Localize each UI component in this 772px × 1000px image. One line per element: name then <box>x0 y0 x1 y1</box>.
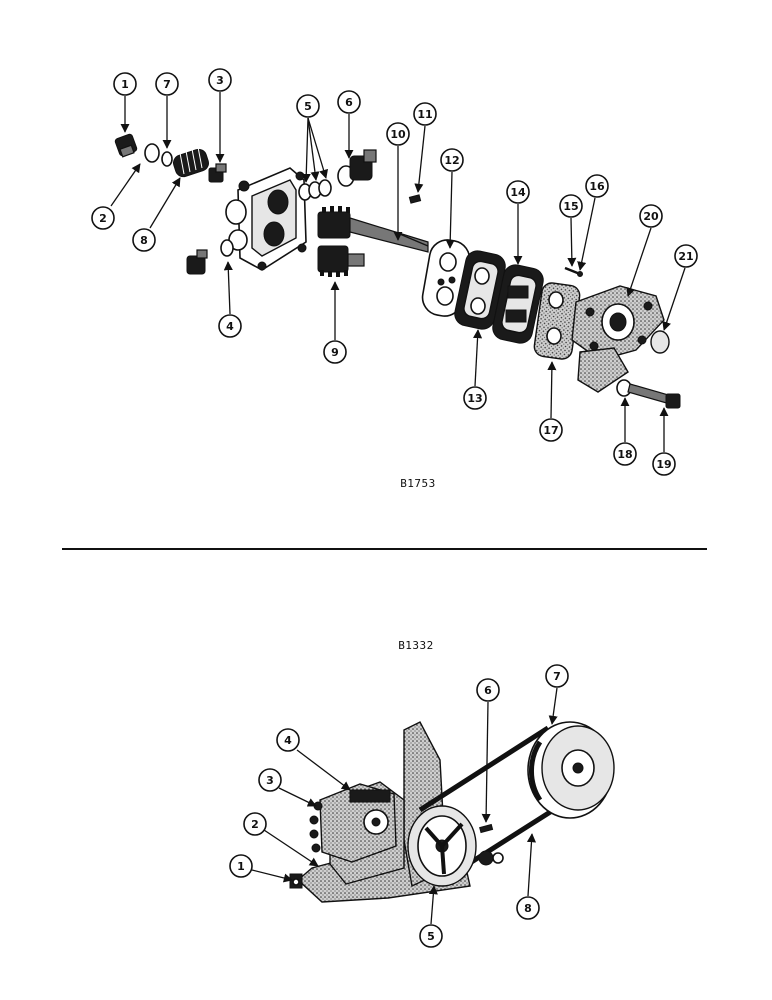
svg-text:5: 5 <box>304 100 312 113</box>
callout-fig2-2: 2 <box>243 812 267 836</box>
part-lower-plug <box>186 249 208 275</box>
callout-3: 3 <box>208 68 232 92</box>
svg-text:11: 11 <box>417 108 432 121</box>
exploded-pump-figure: 1 7 3 5 6 11 10 12 14 16 15 20 21 2 8 4 … <box>91 68 698 490</box>
part-plate-14 <box>492 264 544 344</box>
svg-text:7: 7 <box>163 78 171 91</box>
svg-text:1: 1 <box>237 860 245 873</box>
part-pins-15-16 <box>564 266 583 277</box>
part-driven-gear-9 <box>317 245 365 277</box>
callout-4: 4 <box>218 314 242 338</box>
svg-text:12: 12 <box>444 154 459 167</box>
part-plug-1 <box>114 133 138 158</box>
callout-14: 14 <box>506 180 530 204</box>
pump-drive-figure: B1332 <box>229 639 615 948</box>
svg-text:2: 2 <box>99 212 107 225</box>
callout-6: 6 <box>337 90 361 114</box>
part-orings-5 <box>298 179 332 201</box>
callout-1: 1 <box>113 72 137 96</box>
part-fittings-3 <box>309 801 323 853</box>
svg-text:3: 3 <box>216 74 224 87</box>
part-pulley-7 <box>527 721 615 819</box>
callout-17: 17 <box>539 418 563 442</box>
svg-text:2: 2 <box>251 818 259 831</box>
part-cover-20 <box>571 285 665 393</box>
callout-19: 19 <box>652 452 676 476</box>
svg-text:7: 7 <box>553 670 561 683</box>
callout-21: 21 <box>674 244 698 268</box>
figure-code-1: B1753 <box>400 477 436 490</box>
part-drive-gear-shaft-10 <box>317 206 429 253</box>
svg-text:4: 4 <box>226 320 234 333</box>
part-spring-8 <box>173 146 209 178</box>
callout-18: 18 <box>613 442 637 466</box>
svg-text:14: 14 <box>510 186 526 199</box>
callout-20: 20 <box>639 204 663 228</box>
callout-11: 11 <box>413 102 437 126</box>
svg-text:19: 19 <box>656 458 671 471</box>
callout-7: 7 <box>155 72 179 96</box>
svg-text:16: 16 <box>589 180 605 193</box>
svg-text:20: 20 <box>643 210 659 223</box>
part-pump-body <box>225 167 307 271</box>
svg-text:13: 13 <box>467 392 482 405</box>
figure-code-2: B1332 <box>398 639 434 652</box>
part-ring-7 <box>161 151 173 167</box>
callout-5: 5 <box>296 94 320 118</box>
part-fitting-6 <box>337 149 377 187</box>
callout-8: 8 <box>132 228 156 252</box>
part-washer-4 <box>220 239 234 257</box>
callout-leaders-figure-1 <box>110 92 686 452</box>
callout-fig2-8: 8 <box>516 896 540 920</box>
callout-15: 15 <box>559 194 583 218</box>
part-key-6 <box>479 823 494 834</box>
callout-fig2-7: 7 <box>545 664 569 688</box>
callout-2: 2 <box>91 206 115 230</box>
svg-text:5: 5 <box>427 930 435 943</box>
svg-text:9: 9 <box>331 346 339 359</box>
part-washer-2 <box>144 143 160 163</box>
callout-fig2-3: 3 <box>258 768 282 792</box>
part-nut <box>478 850 504 866</box>
svg-text:6: 6 <box>345 96 353 109</box>
svg-text:18: 18 <box>617 448 632 461</box>
callout-9: 9 <box>323 340 347 364</box>
callout-leaders-figure-2 <box>251 687 558 925</box>
part-pulley-5 <box>407 805 477 887</box>
callout-fig2-4: 4 <box>276 728 300 752</box>
svg-text:15: 15 <box>563 200 578 213</box>
svg-text:8: 8 <box>524 902 532 915</box>
svg-text:10: 10 <box>390 128 406 141</box>
callout-fig2-1: 1 <box>229 854 253 878</box>
svg-text:6: 6 <box>484 684 492 697</box>
callout-fig2-5: 5 <box>419 924 443 948</box>
svg-text:21: 21 <box>678 250 693 263</box>
svg-text:1: 1 <box>121 78 129 91</box>
part-plate-13 <box>454 250 506 330</box>
callout-10: 10 <box>386 122 410 146</box>
callout-12: 12 <box>440 148 464 172</box>
svg-text:17: 17 <box>543 424 558 437</box>
part-bolt-1 <box>289 873 303 889</box>
part-bolt-19 <box>627 383 681 409</box>
part-seal-21 <box>650 330 670 354</box>
part-plate-17 <box>533 282 581 360</box>
part-key-11 <box>408 194 422 204</box>
callout-16: 16 <box>585 174 609 198</box>
svg-text:4: 4 <box>284 734 292 747</box>
svg-text:8: 8 <box>140 234 148 247</box>
callout-fig2-6: 6 <box>476 678 500 702</box>
part-pump-4 <box>319 783 397 863</box>
part-fitting-3 <box>208 163 227 183</box>
callout-13: 13 <box>463 386 487 410</box>
svg-text:3: 3 <box>266 774 274 787</box>
